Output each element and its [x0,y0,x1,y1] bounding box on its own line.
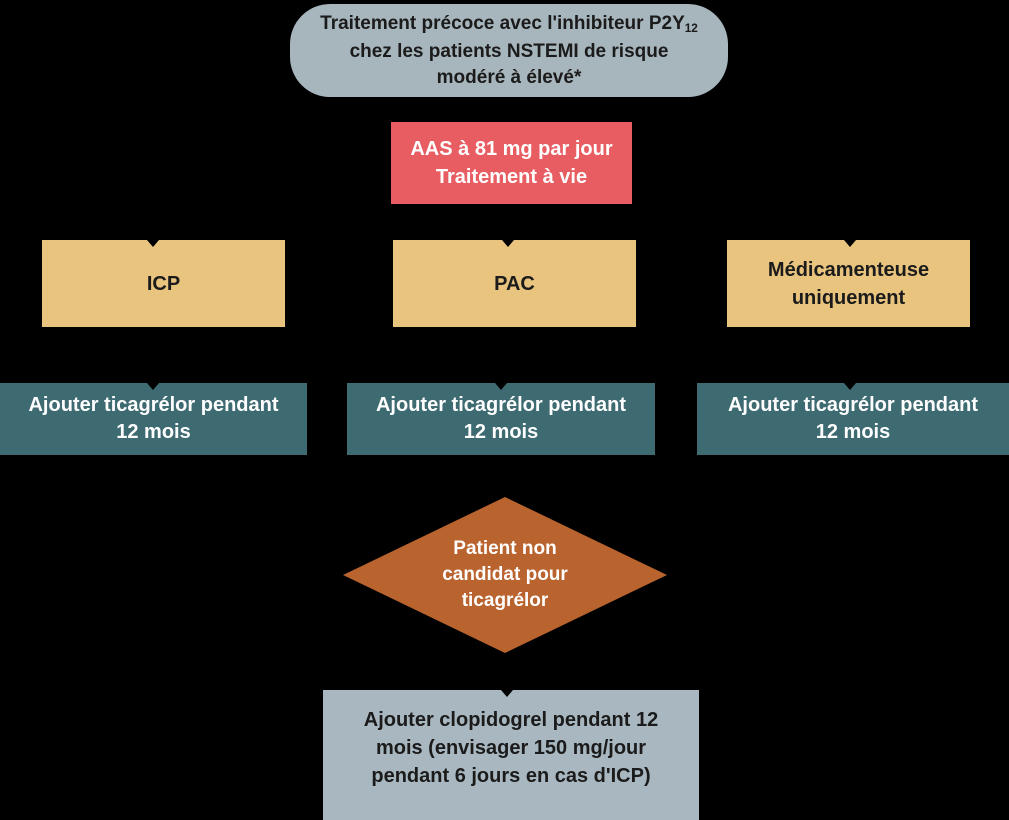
clopidogrel-box: Ajouter clopidogrel pendant 12 mois (env… [323,690,699,820]
arrowhead-down-icon [844,240,856,247]
aspirin-line-1: AAS à 81 mg par jour [410,138,613,160]
p2y12-subscript: 12 [684,22,698,36]
clopidogrel-line-3: pendant 6 jours en cas d'ICP) [371,765,651,787]
title-line-1: Traitement précoce avec l'inhibiteur P2Y… [320,11,698,39]
branch-pac-box: PAC [393,240,636,327]
ticagrelor-line-1: Ajouter ticagrélor pendant [28,394,279,416]
aspirin-box: AAS à 81 mg par jour Traitement à vie [391,122,632,204]
decision-diamond: Patient non candidat pour ticagrélor [343,497,667,653]
clopidogrel-line-2: mois (envisager 150 mg/jour [375,737,647,759]
title-line-3: modéré à élevé* [436,66,582,88]
clopidogrel-line-1: Ajouter clopidogrel pendant 12 [363,709,659,731]
ticagrelor-line-1: Ajouter ticagrélor pendant [727,394,979,416]
arrowhead-down-icon [147,240,159,247]
branch-med-label-line-1: Médicamenteuse [767,258,930,281]
ticagrelor-box-icp: Ajouter ticagrélor pendant 12 mois [0,383,307,455]
arrowhead-down-icon [502,240,514,247]
ticagrelor-line-1: Ajouter ticagrélor pendant [375,394,627,416]
decision-line-2: candidat pour [442,564,568,585]
title-line-1-text: Traitement précoce avec l'inhibiteur P2Y [320,12,685,34]
decision-line-3: ticagrélor [461,590,549,611]
title-bubble: Traitement précoce avec l'inhibiteur P2Y… [290,4,728,97]
ticagrelor-line-2: 12 mois [815,421,891,443]
branch-medical-only-box: Médicamenteuse uniquement [727,240,970,327]
branch-icp-label: ICP [146,272,181,295]
arrowhead-down-icon [495,383,507,390]
branch-med-label-line-2: uniquement [791,286,906,309]
ticagrelor-line-2: 12 mois [463,421,539,443]
ticagrelor-line-2: 12 mois [116,421,191,443]
aspirin-line-2: Traitement à vie [435,166,588,188]
branch-icp-box: ICP [42,240,285,327]
branch-pac-label: PAC [494,272,535,295]
title-line-2: chez les patients NSTEMI de risque [349,40,669,62]
ticagrelor-box-medical: Ajouter ticagrélor pendant 12 mois [697,383,1009,455]
arrowhead-down-icon [844,383,856,390]
decision-line-1: Patient non [453,538,557,559]
decision-text: Patient non candidat pour ticagrélor [400,536,610,614]
arrowhead-down-icon [501,690,513,697]
ticagrelor-box-pac: Ajouter ticagrélor pendant 12 mois [347,383,655,455]
arrowhead-down-icon [147,383,159,390]
